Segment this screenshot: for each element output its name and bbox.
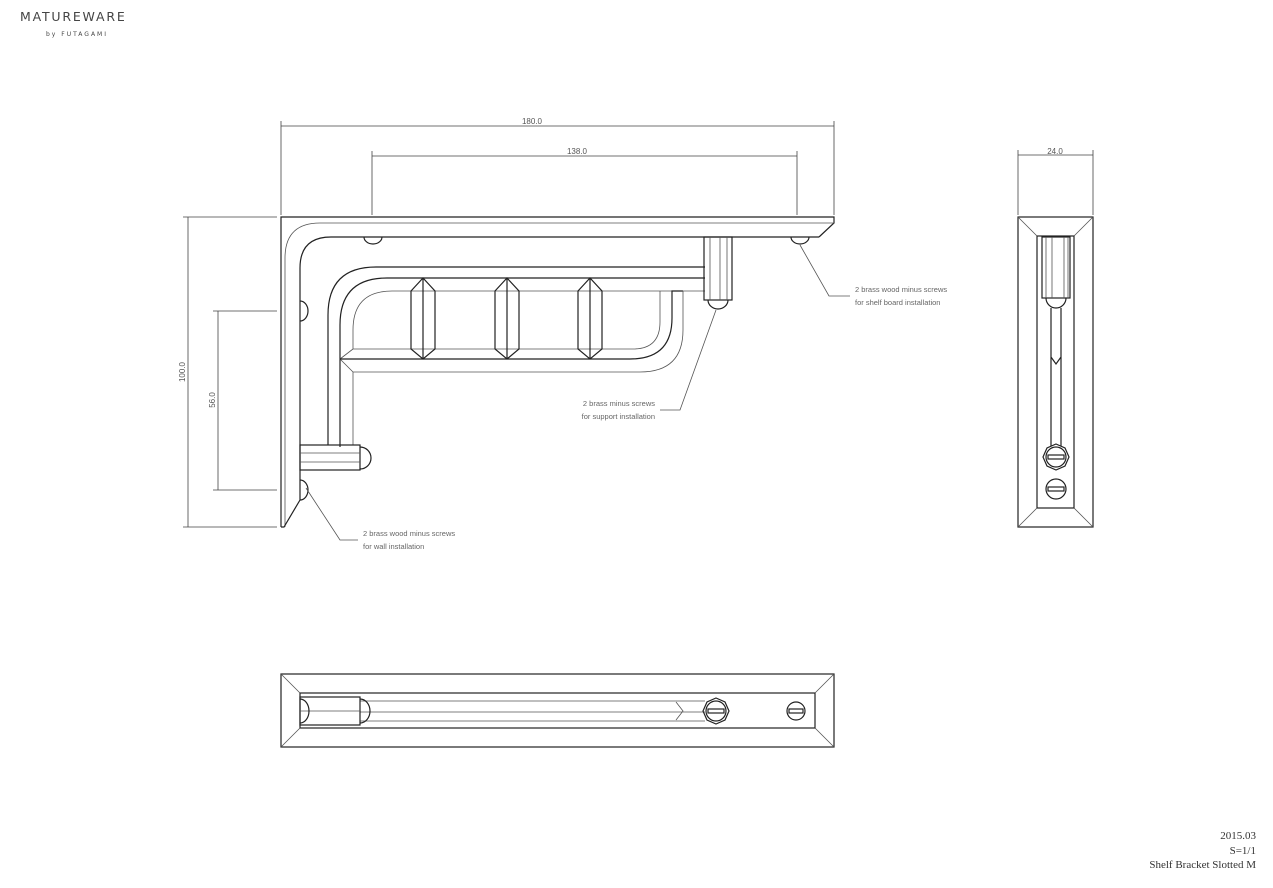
wall-foot bbox=[299, 444, 372, 471]
screw-icon bbox=[1045, 478, 1067, 500]
drawing-scale: S=1/1 bbox=[1229, 844, 1256, 857]
dimension-180: 180.0 bbox=[280, 117, 835, 215]
note-support-screws: 2 brass minus screws for support install… bbox=[582, 309, 717, 421]
svg-text:180.0: 180.0 bbox=[522, 117, 543, 126]
hex-screw-icon bbox=[1042, 443, 1070, 471]
plan-view bbox=[280, 673, 835, 748]
dimension-24: 24.0 bbox=[1017, 147, 1094, 215]
dimension-56: 56.0 bbox=[208, 310, 277, 491]
arm-divider bbox=[410, 277, 436, 360]
note-shelf-screws: 2 brass wood minus screws for shelf boar… bbox=[799, 244, 947, 307]
screw-head-icon bbox=[299, 236, 810, 501]
title-block: 2015.03 S=1/1 Shelf Bracket Slotted M bbox=[1149, 829, 1256, 873]
note-wall-screws: 2 brass wood minus screws for wall insta… bbox=[305, 487, 455, 551]
svg-text:2 brass wood minus screws: 2 brass wood minus screws bbox=[855, 285, 947, 294]
drawing-date: 2015.03 bbox=[1220, 830, 1256, 842]
brand-subtitle: by FUTAGAMI bbox=[46, 31, 109, 38]
arm-divider bbox=[577, 277, 603, 360]
svg-text:for shelf board installation: for shelf board installation bbox=[855, 298, 940, 307]
svg-text:138.0: 138.0 bbox=[567, 147, 588, 156]
arm-divider bbox=[494, 277, 520, 360]
svg-text:24.0: 24.0 bbox=[1047, 147, 1063, 156]
svg-text:for support installation: for support installation bbox=[582, 412, 655, 421]
screw-icon bbox=[786, 701, 806, 721]
dimension-138: 138.0 bbox=[371, 147, 798, 215]
svg-text:100.0: 100.0 bbox=[178, 361, 187, 382]
svg-text:for wall installation: for wall installation bbox=[363, 542, 424, 551]
svg-text:2 brass wood minus screws: 2 brass wood minus screws bbox=[363, 529, 455, 538]
support-post bbox=[703, 236, 733, 310]
side-view bbox=[1017, 216, 1094, 528]
svg-text:2 brass minus screws: 2 brass minus screws bbox=[583, 399, 655, 408]
hex-screw-icon bbox=[702, 697, 730, 725]
product-name: Shelf Bracket Slotted M bbox=[1149, 859, 1256, 871]
brand-logo: MATUREWARE bbox=[20, 9, 127, 24]
svg-text:56.0: 56.0 bbox=[208, 392, 217, 408]
front-elevation bbox=[280, 216, 835, 528]
dimension-100: 100.0 bbox=[178, 216, 277, 528]
